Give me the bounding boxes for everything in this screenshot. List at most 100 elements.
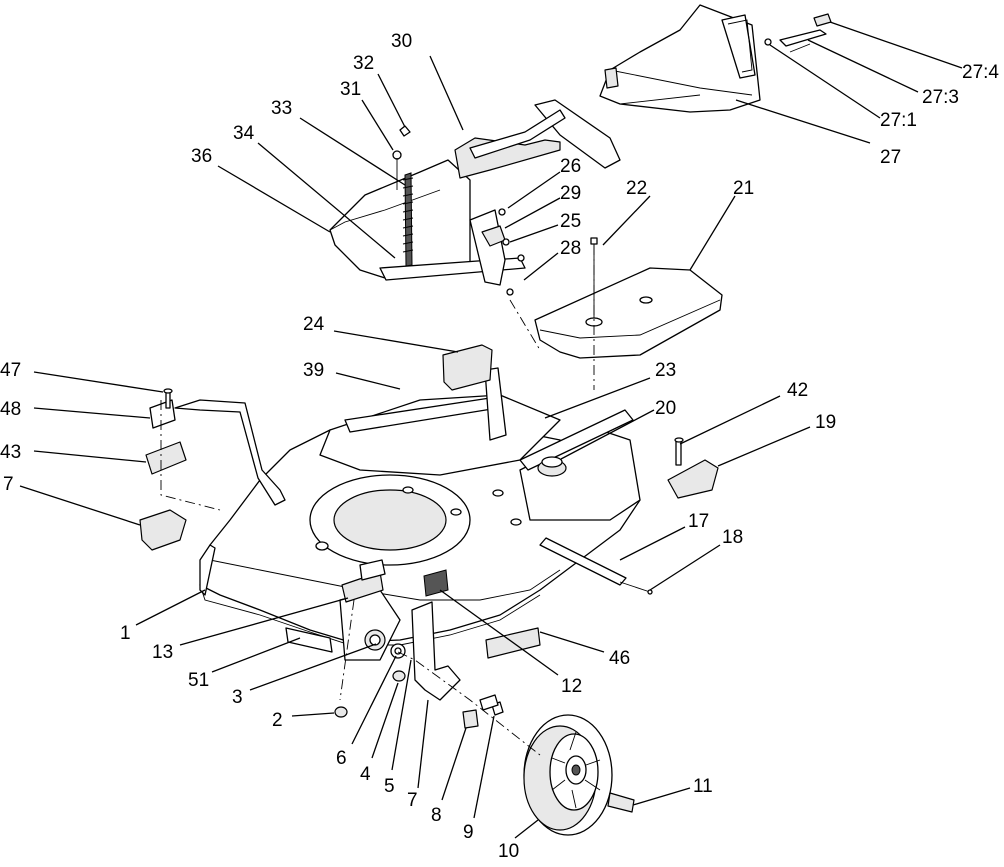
leader-line [544,377,651,419]
leader-line [602,195,651,246]
leader-line [33,407,151,419]
callout-label: 25 [560,211,581,232]
callout-label: 27:1 [880,110,917,131]
callout-24: 24 [303,314,459,353]
leader-line [257,142,396,259]
callout-27-4: 27:4 [829,21,999,83]
callout-label: 24 [303,314,325,335]
leader-line [507,171,561,209]
leader-line [509,224,559,243]
front-wheel-bracket [334,601,504,729]
callout-9: 9 [463,715,495,843]
callout-label: 27:3 [922,87,959,108]
leader-line [333,330,459,353]
callout-21: 21 [689,178,754,271]
callout-19: 19 [717,412,836,467]
callout-34: 34 [233,123,396,259]
callout-label: 1 [120,623,131,644]
callout-label: 22 [626,178,647,199]
callout-17: 17 [619,511,709,561]
handle-bracket-left [145,388,286,506]
callout-label: 31 [340,79,361,100]
callout-label: 11 [693,776,713,797]
callout-18: 18 [649,527,743,591]
leader-line [391,659,412,771]
callout-label: 18 [722,527,743,548]
rear-baffle [442,344,493,391]
leader-line [807,39,919,93]
callout-label: 2 [272,710,283,731]
callout-label: 3 [232,687,243,708]
callout-label: 39 [303,360,324,381]
leader-line [335,372,401,390]
callout-label: 36 [191,146,212,167]
leader-line [441,727,467,801]
callout-label: 21 [733,178,754,199]
leader-line [377,73,406,128]
callout-25: 25 [509,211,581,243]
callout-label: 27:4 [962,62,999,83]
leader-line [135,589,206,626]
callout-label: 48 [0,399,21,420]
leader-line [299,117,406,186]
leader-line [19,485,141,526]
callout-label: 12 [561,676,582,697]
callout-22: 22 [602,178,651,246]
leader-line [560,409,655,460]
leader-line [717,426,811,467]
callout-label: 51 [188,670,209,691]
callout-30: 30 [391,31,464,131]
callout-label: 29 [560,183,581,204]
top-shroud-cover [534,237,723,359]
front-wheel [523,714,635,836]
callout-4: 4 [360,682,399,785]
leader-line [514,819,539,839]
leader-line [735,99,871,144]
callout-label: 26 [560,156,581,177]
callout-label: 8 [431,805,442,826]
callout-5: 5 [384,659,412,797]
callout-label: 28 [560,238,581,259]
callout-48: 48 [0,399,151,420]
chute-hinge-parts [764,13,832,53]
callout-27-3: 27:3 [807,39,959,108]
rear-axle-rod [539,537,653,595]
callout-26: 26 [507,156,581,209]
leader-line [211,637,301,673]
callout-12: 12 [439,589,582,697]
height-adjust-bracket-left [139,509,187,551]
assembly-center-lines [160,245,595,756]
callout-label: 47 [0,360,21,381]
callout-label: 7 [407,790,418,811]
leader-line [829,21,963,69]
leader-line [33,371,164,393]
leader-line [291,712,335,717]
callout-20: 20 [560,398,676,460]
callout-7-left: 7 [3,474,141,526]
rear-flap-assembly [329,99,621,296]
callout-3: 3 [232,643,377,708]
callout-label: 19 [815,412,836,433]
mower-deck-housing [199,367,641,661]
callout-label: 10 [498,841,519,862]
callout-13: 13 [152,597,349,663]
callout-label: 42 [787,380,808,401]
callout-label: 43 [0,442,21,463]
callout-36: 36 [191,146,331,233]
leader-line [769,44,881,119]
callout-label: 30 [391,31,412,52]
callout-11: 11 [632,776,713,806]
callout-label: 20 [655,398,676,419]
callout-label: 17 [688,511,709,532]
leader-line [33,450,147,463]
callout-label: 34 [233,123,255,144]
callout-51: 51 [188,637,301,691]
callout-label: 32 [353,53,374,74]
callout-7-front: 7 [407,699,429,811]
leader-line [249,643,377,691]
leader-line [649,544,721,591]
leader-line [473,715,495,819]
callout-label: 6 [336,748,347,769]
leader-line [504,197,561,229]
